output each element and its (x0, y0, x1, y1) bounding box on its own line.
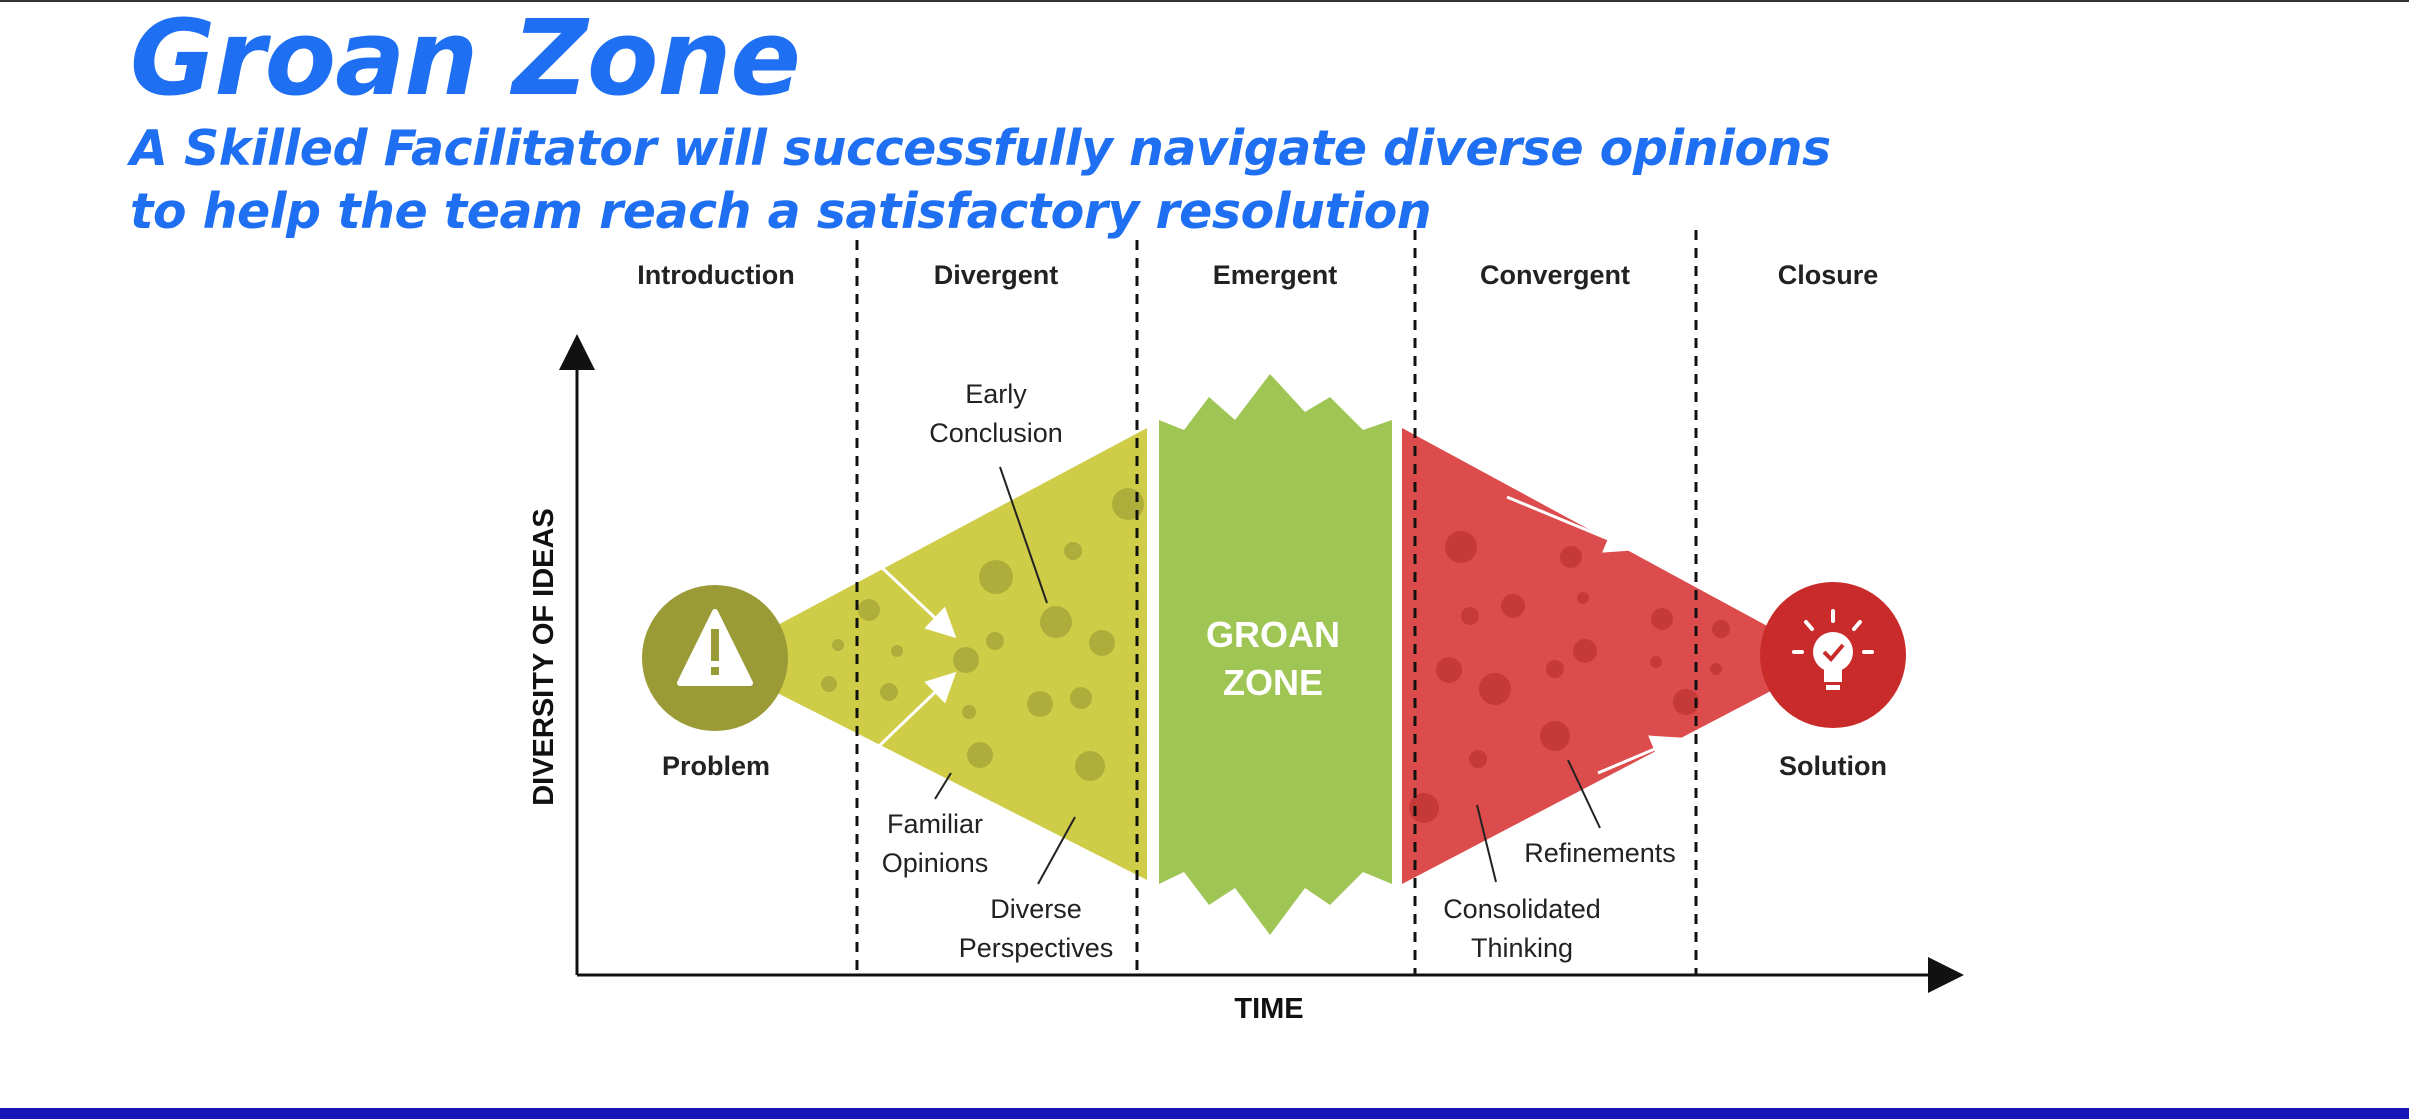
subtitle-line-1: A Skilled Facilitator will successfully … (130, 120, 1831, 177)
consolidated-thinking-line-1: Consolidated (1443, 894, 1601, 924)
early-conclusion-line-1: Early (965, 379, 1027, 409)
diverse-perspectives-leader (1037, 816, 1076, 885)
phase-introduction: Introduction (637, 260, 794, 290)
divergent-wedge (712, 428, 1147, 880)
familiar-opinions-leader (934, 772, 952, 800)
groan-zone-label-2: ZONE (1223, 662, 1323, 703)
diverse-perspectives-line-1: Diverse (990, 894, 1082, 924)
early-conclusion-leader (999, 466, 1048, 604)
solution-label: Solution (1779, 751, 1887, 781)
emergent-groan-block (1159, 374, 1392, 935)
convergent-wedge (1402, 428, 1830, 884)
x-axis-label: TIME (1234, 993, 1303, 1025)
convergent-bubbles (1409, 531, 1730, 823)
familiar-arrow-top (875, 561, 957, 639)
phase-convergent: Convergent (1480, 260, 1630, 290)
page-title: Groan Zone (130, 0, 801, 119)
convergent-arrow-top (1506, 495, 1636, 553)
refinements-leader (1567, 759, 1601, 829)
groan-zone-label-1: GROAN (1206, 614, 1340, 655)
divergent-bubbles (821, 488, 1144, 781)
subtitle-line-2: to help the team reach a satisfactory re… (130, 183, 1432, 240)
phase-divergent: Divergent (934, 260, 1059, 290)
problem-label: Problem (662, 751, 770, 781)
refinements-label: Refinements (1524, 838, 1676, 868)
consolidated-thinking-line-2: Thinking (1471, 933, 1573, 963)
bottom-bar (0, 1108, 2409, 1119)
convergent-arrow-bottom (1597, 735, 1682, 775)
lightbulb-check-icon (1760, 582, 1906, 728)
diverse-perspectives-line-2: Perspectives (959, 933, 1114, 963)
early-conclusion-line-2: Conclusion (929, 418, 1063, 448)
familiar-opinions-line-1: Familiar (887, 809, 983, 839)
y-axis-label: DIVERSITY OF IDEAS (528, 508, 560, 806)
warning-icon (642, 585, 788, 731)
familiar-arrow-bottom (875, 671, 957, 750)
phase-closure: Closure (1778, 260, 1879, 290)
consolidated-thinking-leader (1476, 804, 1497, 883)
phase-dividers (855, 230, 1698, 975)
familiar-opinions-line-2: Opinions (882, 848, 989, 878)
top-rule (0, 0, 2409, 2)
phase-emergent: Emergent (1213, 260, 1338, 290)
